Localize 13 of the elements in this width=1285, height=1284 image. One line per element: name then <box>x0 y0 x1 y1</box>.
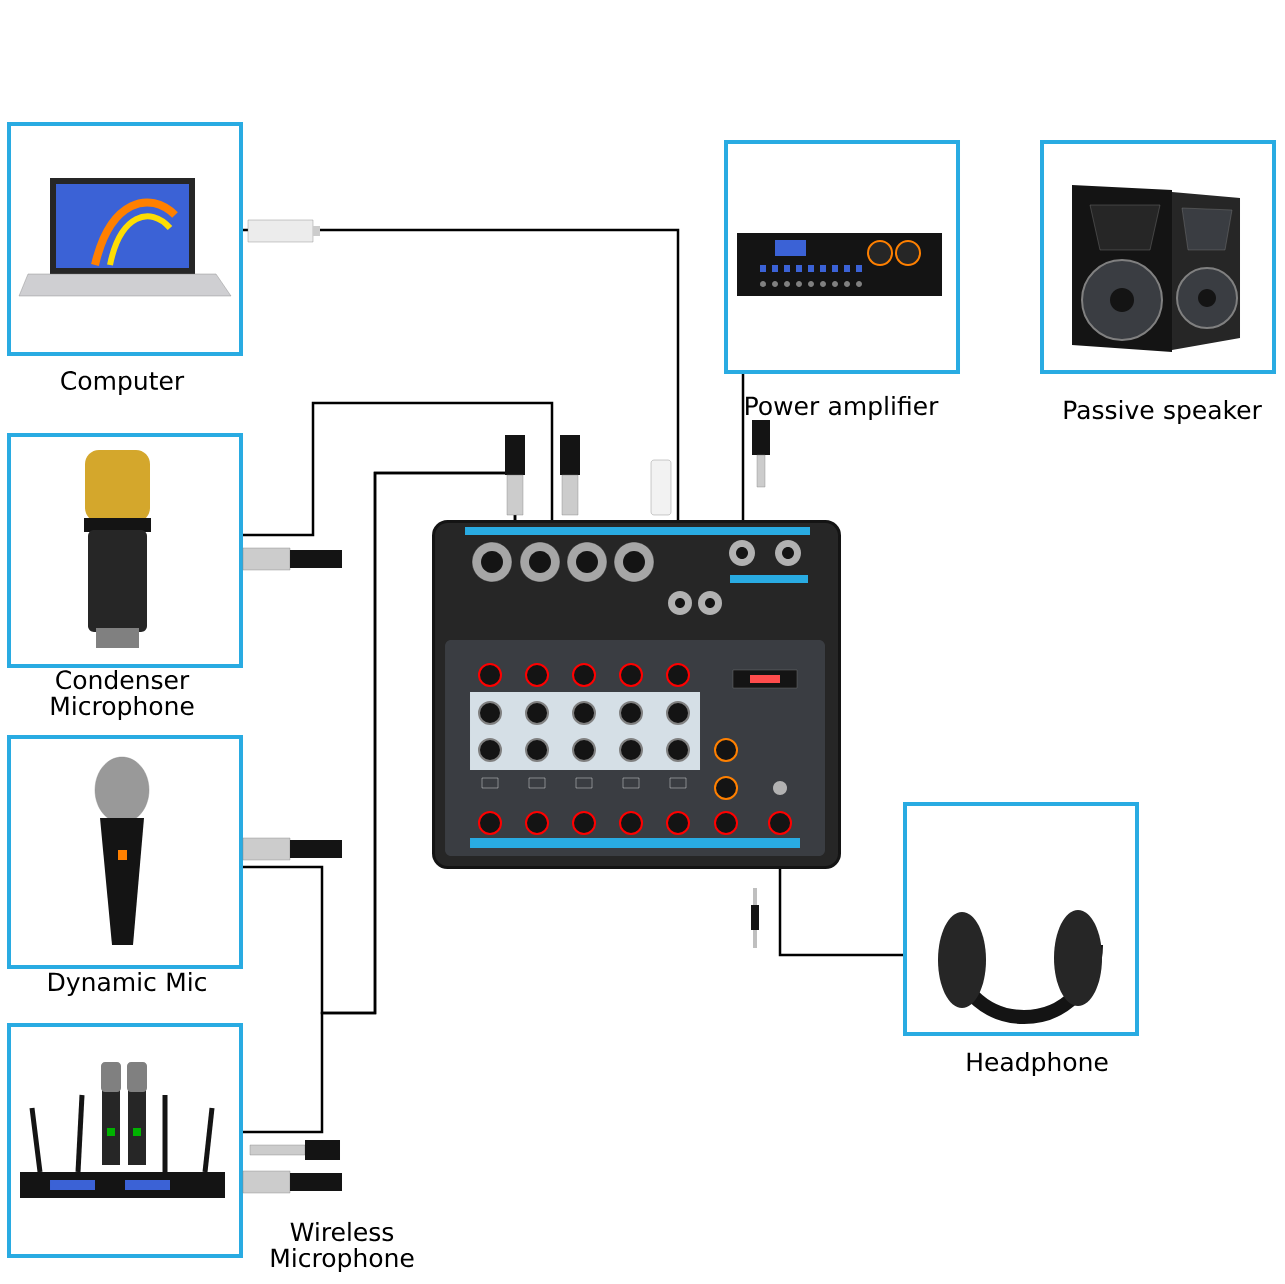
device-label: Power amplifier <box>746 395 939 421</box>
mixer-drawing <box>432 520 841 869</box>
device-label: Computer <box>61 371 185 395</box>
device-label: Wireless Microphone <box>271 1221 414 1273</box>
device-label: Condenser Microphone <box>51 669 194 721</box>
cable-line <box>243 401 554 537</box>
cable-line <box>741 374 745 520</box>
cable-line <box>243 471 517 1134</box>
device-label: Headphone <box>967 1051 1108 1077</box>
cable-line <box>243 228 680 520</box>
device-label: Passive speaker <box>1064 399 1262 425</box>
cable-line <box>778 869 903 957</box>
device-label: Dynamic Mic <box>49 971 206 997</box>
